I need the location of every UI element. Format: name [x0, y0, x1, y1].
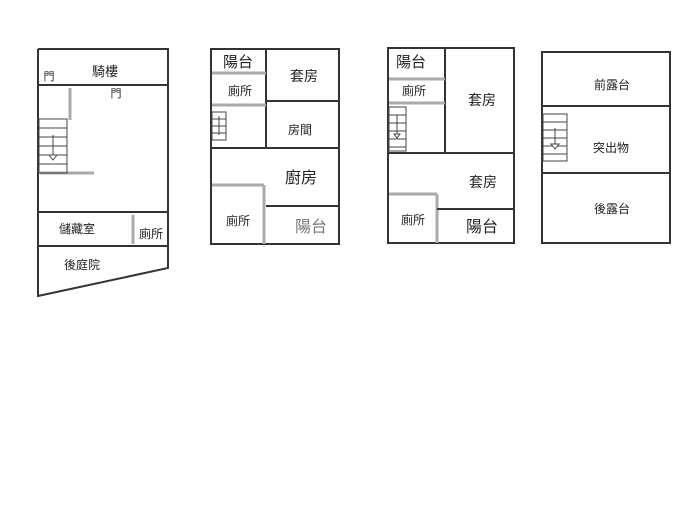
room-label-room: 房間	[288, 122, 312, 137]
room-label-balcony-front: 陽台	[223, 53, 253, 71]
floorplan-floor-1: 騎樓 門 門 儲藏室 廁所 後庭院	[37, 48, 169, 298]
room-label-suite: 套房	[290, 69, 318, 85]
room-label-suite-front: 套房	[468, 93, 496, 109]
room-label-balcony-back: 陽台	[295, 217, 327, 236]
room-label-toilet-upper: 廁所	[402, 83, 426, 98]
room-label-backyard: 後庭院	[64, 257, 100, 272]
room-label-balcony-back: 陽台	[466, 217, 498, 236]
room-label-kitchen: 廚房	[285, 168, 317, 187]
room-label-back-terrace: 後露台	[594, 201, 630, 216]
floorplan-floor-3: 陽台 廁所 套房 套房 廁所 陽台	[387, 47, 515, 244]
stairs-icon	[388, 106, 407, 152]
room-label-toilet: 廁所	[139, 226, 163, 241]
room-label-toilet-lower: 廁所	[401, 212, 425, 227]
room-label-storage: 儲藏室	[59, 221, 95, 236]
room-label-front-terrace: 前露台	[594, 77, 630, 92]
room-label-door-inner: 門	[111, 87, 122, 100]
room-label-arcade: 騎樓	[92, 65, 118, 80]
floor-3-outline	[387, 47, 515, 244]
stairs-icon	[38, 118, 68, 174]
room-label-toilet-lower: 廁所	[226, 213, 250, 228]
floor-1-outline	[37, 48, 169, 298]
stairs-icon	[211, 111, 227, 141]
room-label-balcony-front: 陽台	[396, 53, 426, 71]
floorplan-floor-2: 陽台 套房 廁所 房間 廚房 廁所 陽台	[210, 48, 340, 245]
room-label-door-left: 門	[44, 70, 55, 83]
roof-outline	[541, 51, 671, 244]
floorplan-roof: 前露台 突出物 後露台	[541, 51, 671, 244]
room-label-rooftop-structure: 突出物	[593, 140, 629, 155]
stairs-icon	[542, 113, 568, 162]
room-label-toilet-upper: 廁所	[228, 83, 252, 98]
room-label-suite-back: 套房	[469, 175, 497, 191]
floor-2-outline	[210, 48, 340, 245]
